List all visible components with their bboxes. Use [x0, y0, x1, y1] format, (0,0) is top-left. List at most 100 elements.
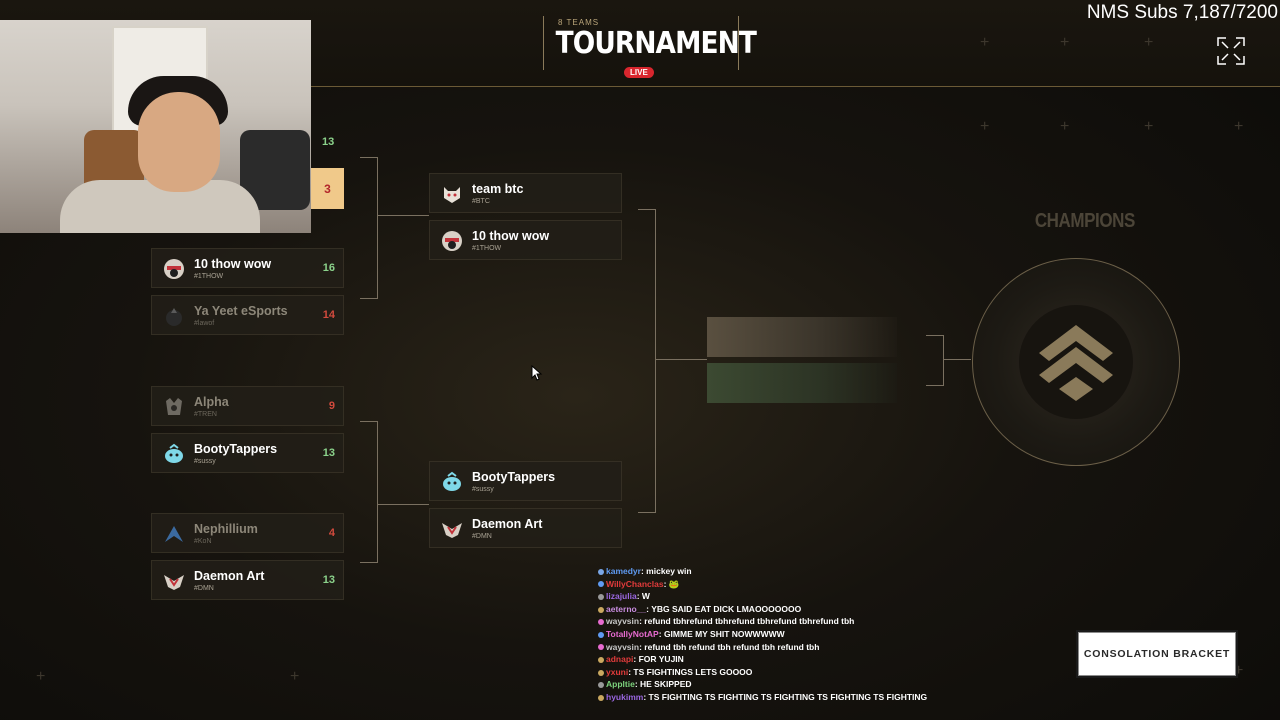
team-logo-icon [442, 523, 462, 538]
consolation-bracket-button[interactable]: CONSOLATION BRACKET [1076, 630, 1238, 678]
decor-plus-icon: + [1144, 118, 1154, 135]
team-tag: #lawof [194, 320, 215, 327]
team-logo-icon [165, 443, 183, 463]
team-logo-icon [165, 526, 183, 542]
team-tag: #KoN [194, 538, 212, 545]
champion-emblem-core [1019, 305, 1133, 419]
bracket-connector [926, 385, 944, 386]
chat-badge-icon [598, 606, 604, 613]
chevron-emblem-icon [1039, 325, 1113, 401]
chat-username: Appltie [606, 679, 635, 690]
chat-badge-icon [598, 682, 604, 689]
decor-plus-icon: + [1234, 118, 1244, 135]
chat-text: TS FIGHTING TS FIGHTING TS FIGHTING TS F… [648, 691, 928, 702]
team-name: BootyTappers [472, 470, 556, 484]
chat-badge-icon [598, 644, 604, 651]
bracket-connector [655, 359, 707, 360]
subs-overlay: NMS Subs 7,187/7200 [1086, 2, 1278, 23]
chat-message: lizajulia: W [598, 590, 938, 603]
chat-username: wayvsin [606, 616, 640, 627]
chat-message: wayvsin: refund tbhrefund tbhrefund tbhr… [598, 615, 938, 628]
team-logo-icon [442, 231, 462, 251]
final-slot-bottom[interactable] [707, 363, 897, 403]
team-name: Daemon Art [472, 517, 543, 531]
team-name: 10 thow wow [194, 257, 272, 271]
expand-icon[interactable] [1216, 36, 1246, 66]
webcam-overlay [0, 20, 311, 233]
team-score: 14 [322, 309, 335, 321]
chat-text: refund tbh refund tbh refund tbh refund … [644, 641, 820, 652]
live-badge: LIVE [624, 67, 654, 78]
team-tag: #BTC [472, 198, 490, 205]
decor-plus-icon: + [980, 34, 990, 51]
bracket-connector [655, 209, 656, 513]
chat-text: HE SKIPPED [640, 679, 692, 690]
team-score: 16 [322, 262, 335, 274]
match-score-tile: 3 [311, 168, 344, 209]
bracket-team-10-thow-wow[interactable]: 10 thow wow #1THOW 16 [151, 248, 344, 288]
team-logo-icon [164, 575, 184, 590]
team-name: BootyTappers [194, 442, 278, 456]
chat-username: TotallyNotAP [606, 628, 659, 639]
semi-team-10-thow-wow[interactable]: 10 thow wow #1THOW [429, 220, 622, 260]
chat-text: refund tbhrefund tbhrefund tbhrefund tbh… [644, 616, 855, 627]
chat-overlay: kamedyr: mickey win WillyChanclas: 🐸 liz… [598, 565, 938, 704]
title-frame: 8 TEAMS TOURNAMENT LIVE [543, 16, 757, 78]
team-score: 4 [328, 527, 335, 539]
chat-badge-icon [598, 568, 604, 575]
chat-username: adnapi [606, 654, 634, 665]
decor-plus-icon: + [290, 668, 300, 685]
chat-message: Appltie: HE SKIPPED [598, 678, 938, 691]
chat-username: aeterno__ [606, 603, 647, 614]
team-logo-icon [166, 398, 182, 415]
bracket-connector [360, 562, 378, 563]
semi-team-btc[interactable]: team btc #BTC [429, 173, 622, 213]
bracket-team-nephillium[interactable]: Nephillium #KoN 4 [151, 513, 344, 553]
chat-message: adnapi: FOR YUJIN [598, 653, 938, 666]
webcam-face [138, 92, 220, 192]
team-name: Ya Yeet eSports [194, 304, 288, 318]
team-tag: #sussy [194, 458, 216, 465]
mouse-cursor-icon [531, 365, 543, 381]
chat-badge-icon [598, 669, 604, 676]
chat-message: aeterno__: YBG SAID EAT DICK LMAOOOOOOO [598, 603, 938, 616]
team-name: Daemon Art [194, 569, 265, 583]
bracket-connector [638, 209, 656, 210]
chat-text: W [641, 591, 650, 602]
page-title: TOURNAMENT [555, 26, 757, 61]
bracket-connector [377, 215, 429, 216]
bracket-team-alpha[interactable]: Alpha #TREN 9 [151, 386, 344, 426]
team-tag: #DMN [194, 585, 214, 592]
chat-message: yxuni: TS FIGHTINGS LETS GOOOO [598, 666, 938, 679]
decor-plus-icon: + [980, 118, 990, 135]
bracket-team-daemon-art[interactable]: Daemon Art #DMN 13 [151, 560, 344, 600]
final-slot-top[interactable] [707, 317, 897, 357]
champion-emblem [972, 258, 1180, 466]
chat-text: YBG SAID EAT DICK LMAOOOOOOO [651, 603, 802, 614]
decor-plus-icon: + [1234, 662, 1244, 679]
chat-message: kamedyr: mickey win [598, 565, 938, 578]
team-name: Alpha [194, 395, 229, 409]
semi-team-bootytappers[interactable]: BootyTappers #sussy [429, 461, 622, 501]
team-logo-icon [443, 471, 461, 491]
team-score: 9 [328, 400, 335, 412]
bracket-team-bootytappers[interactable]: BootyTappers #sussy 13 [151, 433, 344, 473]
bracket-connector [377, 504, 429, 505]
bracket-team-ya-yeet[interactable]: Ya Yeet eSports #lawof 14 [151, 295, 344, 335]
bracket-connector [943, 335, 944, 386]
chat-username: wayvsin [606, 641, 640, 652]
team-logo-icon [166, 308, 182, 326]
team-logo-icon [164, 259, 184, 279]
bracket-connector [638, 512, 656, 513]
bracket-connector [360, 157, 378, 158]
decor-plus-icon: + [1060, 34, 1070, 51]
chat-message: TotallyNotAP: GIMME MY SHIT NOWWWWW [598, 628, 938, 641]
semi-team-daemon-art[interactable]: Daemon Art #DMN [429, 508, 622, 548]
chat-username: lizajulia [606, 591, 637, 602]
decor-plus-icon: + [1060, 118, 1070, 135]
chat-badge-icon [598, 619, 604, 626]
team-name: team btc [472, 182, 524, 196]
bracket-connector [943, 359, 971, 360]
team-name: 10 thow wow [472, 229, 550, 243]
decor-plus-icon: + [36, 668, 46, 685]
